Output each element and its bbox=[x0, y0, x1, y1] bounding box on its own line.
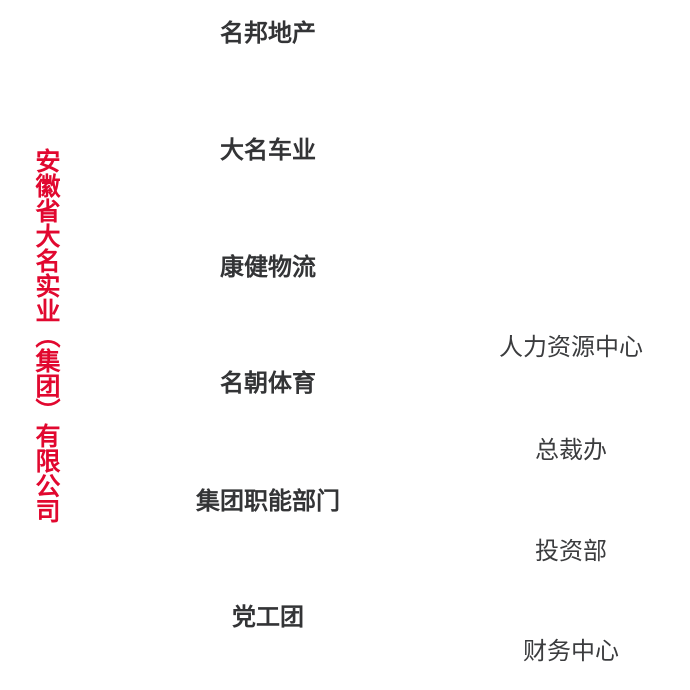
department-node: 财务中心 bbox=[523, 638, 619, 665]
branch-node: 名邦地产 bbox=[220, 20, 316, 47]
branch-node: 康健物流 bbox=[220, 254, 316, 281]
department-node: 投资部 bbox=[535, 538, 607, 565]
branch-node: 大名车业 bbox=[220, 137, 316, 164]
branch-column: 名邦地产 大名车业 康健物流 名朝体育 集团职能部门 党工团 bbox=[148, 0, 388, 690]
department-column: 人力资源中心 总裁办 投资部 财务中心 bbox=[452, 0, 690, 690]
branch-node: 名朝体育 bbox=[220, 370, 316, 397]
department-node: 总裁办 bbox=[535, 437, 607, 464]
branch-node: 集团职能部门 bbox=[196, 488, 340, 515]
department-node: 人力资源中心 bbox=[499, 334, 643, 361]
root-node-company-name: 安徽省大名实业（集团）有限公司 bbox=[32, 148, 60, 523]
branch-node: 党工团 bbox=[232, 604, 304, 631]
